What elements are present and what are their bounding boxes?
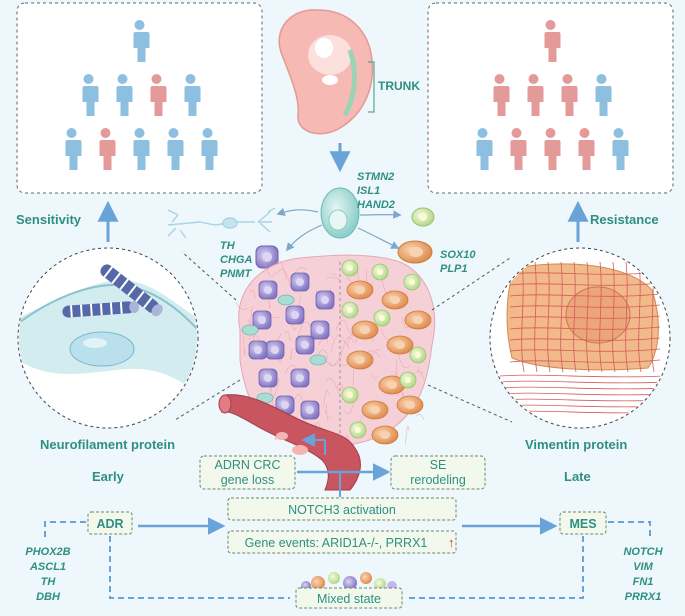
- mes-box: [559, 511, 607, 535]
- arrow-to-adrn: [285, 224, 323, 252]
- person-icon: [542, 128, 561, 170]
- gene-pnmt: PNMT: [220, 268, 252, 280]
- person-icon: [593, 74, 612, 116]
- neurofilament-label: Neurofilament protein: [40, 437, 175, 452]
- notch3-box: [227, 497, 457, 521]
- person-icon: [131, 128, 150, 170]
- notch3-text: NOTCH3 activation: [288, 503, 396, 517]
- gene-notch: NOTCH: [623, 546, 663, 558]
- gene-phox2b: PHOX2B: [25, 546, 70, 558]
- late-label: Late: [564, 469, 591, 484]
- mixed-state-box: [295, 587, 403, 609]
- population-right: [474, 20, 629, 170]
- dashed-mes-right: [608, 521, 651, 540]
- person-icon: [182, 74, 201, 116]
- mixed-state-text: Mixed state: [317, 592, 381, 606]
- gene-isl1: ISL1: [357, 185, 380, 197]
- resistance-label: Resistance: [590, 212, 659, 227]
- connector-right-top: [431, 257, 511, 311]
- trunk-label: TRUNK: [378, 79, 420, 93]
- person-icon: [165, 128, 184, 170]
- connector-right-bottom: [427, 384, 513, 423]
- embryo-icon: [278, 9, 375, 135]
- person-icon: [199, 128, 218, 170]
- person-icon: [491, 74, 510, 116]
- connector-left-top: [181, 251, 237, 301]
- mixed-cells-icon: [301, 572, 397, 591]
- gene-th-bottom: TH: [41, 576, 57, 588]
- gene-events-box: [227, 530, 457, 554]
- vimentin-label: Vimentin protein: [525, 437, 627, 452]
- person-icon: [610, 128, 629, 170]
- scp-cell-icon: [411, 207, 435, 227]
- dashed-adr-left: [44, 521, 86, 540]
- adrn-crc-line2: gene loss: [221, 473, 275, 487]
- connector-left-bottom: [174, 379, 241, 421]
- population-left: [63, 20, 218, 170]
- person-icon: [131, 20, 150, 62]
- filament-bundle-icon-2: [62, 300, 140, 318]
- early-label: Early: [92, 469, 125, 484]
- person-icon: [474, 128, 493, 170]
- gene-fn1: FN1: [633, 576, 654, 588]
- adr-box: [87, 511, 133, 535]
- gene-th-adrn: TH: [220, 240, 236, 252]
- vimentin-circle: [489, 247, 671, 429]
- adrn-crc-box: [199, 455, 296, 490]
- gene-sox10: SOX10: [440, 249, 476, 261]
- up-arrow-icon: ↑: [448, 535, 455, 550]
- person-icon: [80, 74, 99, 116]
- person-icon: [559, 74, 578, 116]
- person-icon: [508, 128, 527, 170]
- sensitivity-label: Sensitivity: [16, 212, 82, 227]
- person-icon: [525, 74, 544, 116]
- dashed-adr-to-mixed: [109, 536, 290, 599]
- gene-ascl1: ASCL1: [29, 561, 66, 573]
- gene-vim: VIM: [633, 561, 653, 573]
- gene-dbh: DBH: [36, 591, 61, 603]
- arrow-to-mes: [357, 227, 400, 249]
- filament-bundle-icon-1: [100, 264, 163, 317]
- arrow-to-neuron: [276, 207, 319, 216]
- gene-hand2: HAND2: [357, 199, 395, 211]
- adr-text: ADR: [96, 517, 123, 531]
- gene-prrx1: PRRX1: [625, 591, 662, 603]
- mes-cell-icon: [397, 240, 433, 264]
- person-icon: [576, 128, 595, 170]
- se-box: [390, 455, 486, 490]
- person-icon: [542, 20, 561, 62]
- neuron-icon: [167, 207, 276, 239]
- se-line2: rerodeling: [410, 473, 466, 487]
- progenitor-cell-icon: [320, 187, 360, 239]
- person-icon: [148, 74, 167, 116]
- mes-text: MES: [569, 517, 596, 531]
- gene-chga: CHGA: [220, 254, 252, 266]
- adrn-crc-line1: ADRN CRC: [215, 458, 281, 472]
- person-icon: [114, 74, 133, 116]
- gene-plp1: PLP1: [440, 263, 468, 275]
- dashed-mes-to-mixed: [408, 536, 584, 599]
- adrn-cell-icon: [255, 245, 279, 269]
- se-line1: SE: [430, 458, 447, 472]
- neurofilament-circle: [17, 247, 199, 429]
- gene-events-text: Gene events: ARID1A-/-, PRRX1: [245, 536, 428, 550]
- tumor-icon: [235, 254, 436, 449]
- blood-vessel-icon: [218, 394, 361, 491]
- gene-stmn2: STMN2: [357, 171, 394, 183]
- person-icon: [97, 128, 116, 170]
- person-icon: [63, 128, 82, 170]
